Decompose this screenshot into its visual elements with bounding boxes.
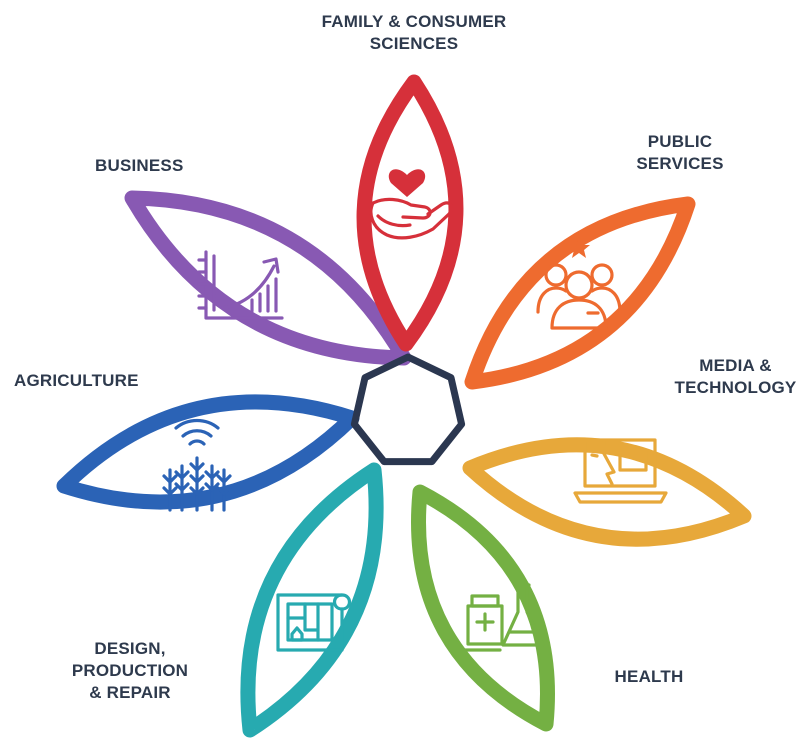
blueprint-icon bbox=[276, 593, 352, 652]
label-health: HEALTH bbox=[614, 667, 684, 686]
label-media-technology: MEDIA &TECHNOLOGY bbox=[674, 356, 797, 397]
people-star-icon bbox=[536, 237, 622, 330]
petal-family bbox=[356, 74, 464, 352]
growth-chart-icon bbox=[197, 250, 284, 320]
pill-flask-icon bbox=[461, 583, 545, 652]
petal-public bbox=[464, 196, 696, 390]
petal-design bbox=[240, 462, 384, 738]
label-agriculture: AGRICULTURE bbox=[14, 371, 139, 390]
laptop-cursor-icon bbox=[573, 438, 668, 504]
hand-heart-icon bbox=[369, 169, 454, 240]
petal-agriculture bbox=[56, 394, 360, 510]
center-heptagon bbox=[350, 353, 466, 466]
petal-media bbox=[462, 437, 752, 547]
petal-health bbox=[411, 484, 555, 732]
label-design-production-repair: DESIGN,PRODUCTION& REPAIR bbox=[71, 639, 189, 702]
wheat-wifi-icon bbox=[162, 418, 232, 512]
label-business: BUSINESS bbox=[95, 156, 184, 175]
petal-business bbox=[124, 190, 412, 366]
